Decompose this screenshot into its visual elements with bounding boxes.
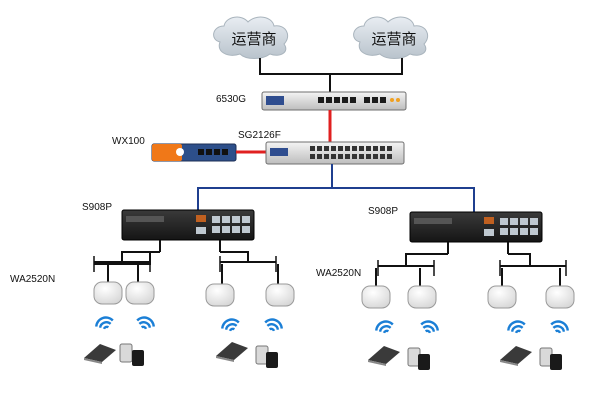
laptop-icon — [368, 346, 400, 366]
laptop-icon — [500, 346, 532, 366]
wireless-controller — [151, 143, 237, 162]
poe-switch-right — [409, 211, 543, 243]
access-points — [93, 281, 575, 309]
ap-right-label: WA2520N — [316, 268, 362, 279]
distribution-links — [197, 164, 475, 212]
tablet-icon — [539, 347, 562, 370]
isp-label-left: 运营商 — [231, 30, 276, 48]
tablet-icon — [255, 345, 278, 368]
isp-cloud-right: 运营商 — [353, 16, 429, 59]
isp-label-right: 运营商 — [371, 30, 416, 48]
poe-switch-right-label: S908P — [368, 206, 399, 217]
tablet-icon — [407, 347, 430, 370]
core-switch-label: SG2126F — [238, 130, 281, 141]
poe-switch-left-label: S908P — [82, 202, 113, 213]
laptop-icon — [84, 344, 116, 364]
tablet-icon — [119, 343, 144, 366]
laptop-icon — [216, 342, 248, 362]
core-router — [261, 91, 407, 111]
core-switch — [265, 141, 405, 165]
isp-cloud-left: 运营商 — [213, 16, 289, 59]
core-router-label: 6530G — [216, 94, 247, 105]
ap-antenna-ticks — [93, 256, 567, 276]
ap-links — [94, 240, 566, 267]
poe-switch-left — [121, 209, 255, 241]
client-devices — [84, 342, 562, 370]
controller-label: WX100 — [112, 136, 145, 147]
isp-uplinks — [259, 58, 403, 92]
wifi-signal-icons — [93, 313, 571, 337]
ap-drops — [107, 264, 561, 286]
ap-left-label: WA2520N — [10, 274, 56, 285]
